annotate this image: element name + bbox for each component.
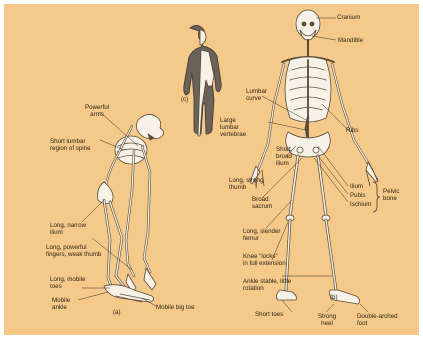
label-mandible: Mandible	[338, 37, 363, 44]
label-mobile-big-toe: Mobile big toe	[156, 304, 195, 311]
figure-a-letter: (a)	[113, 309, 121, 316]
pelvic-bone-brace	[373, 182, 380, 212]
label-pubis: Pubis	[350, 192, 365, 199]
figure-b-letter: (b)	[330, 294, 338, 301]
label-ilium: Ilium	[350, 183, 363, 190]
label-powerful-arms: Powerful arms	[75, 104, 119, 118]
figure-a-ape-skeleton	[98, 114, 164, 302]
label-large-lumbar-vertebrae: Large lumbar vertebrae	[220, 117, 246, 138]
label-double-arched-foot: Double-arched foot	[357, 313, 398, 327]
label-ribs: Ribs	[346, 127, 358, 134]
label-short-lumbar-spine: Short lumbar region of spine	[50, 138, 91, 152]
label-long-strong-thumb: Long, strong thumb	[229, 177, 263, 191]
label-lumbar-curve: Lumbar curve	[246, 88, 267, 102]
figure-c-silhouette	[184, 25, 221, 136]
label-long-slender-femur: Long, slender femur	[243, 228, 281, 242]
label-short-toes: Short toes	[255, 311, 283, 318]
label-long-mobile-toes: Long, mobile toes	[50, 276, 85, 290]
label-long-narrow-ilium: Long, narrow ilium	[50, 222, 86, 236]
label-powerful-fingers-weak-thumb: Long, powerful fingers, weak thumb	[46, 244, 101, 258]
label-ankle-stable: Ankle stable, little rotation	[243, 278, 291, 292]
label-cranium: Cranium	[337, 14, 360, 21]
figure-c-letter: (c)	[181, 96, 188, 103]
label-strong-heel: Strong heel	[311, 313, 343, 327]
label-pelvic-bone: Pelvic bone	[383, 188, 400, 202]
label-ischium: Ischium	[350, 201, 371, 208]
label-short-broad-ilium: Short, broad ilium	[276, 146, 293, 167]
label-broad-sacrum: Broad sacrum	[252, 196, 272, 210]
label-mobile-ankle: Mobile ankle	[52, 297, 70, 311]
label-knee-locks: Knee "locks" in full extension	[243, 253, 286, 267]
